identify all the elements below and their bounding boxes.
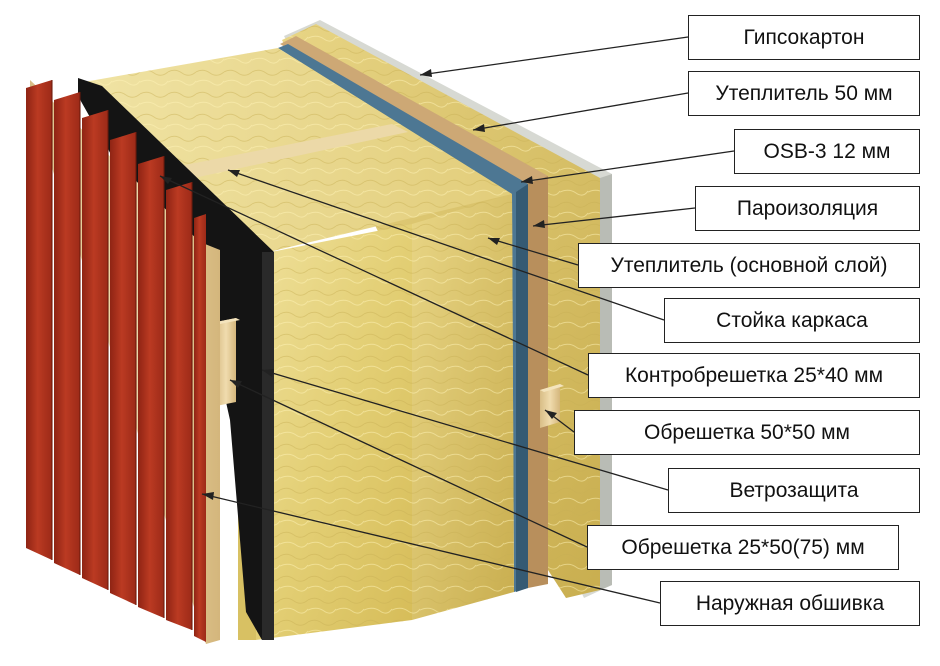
- leader-arrowheads: [160, 69, 557, 500]
- vapor-barrier: [278, 44, 528, 592]
- label-frame-stud: Стойка каркаса: [664, 298, 920, 343]
- leader-counter-batten: [159, 175, 589, 376]
- label-osb-board: OSB-3 12 мм: [734, 129, 920, 174]
- label-main-insulation: Утеплитель (основной слой): [578, 243, 920, 288]
- exterior-cladding: [26, 80, 206, 642]
- leader-lines: [159, 36, 735, 604]
- leader-insulation-50mm: [472, 92, 689, 131]
- label-gypsum-board: Гипсокартон: [688, 15, 920, 60]
- leader-frame-stud: [227, 169, 665, 321]
- leader-lath-25x50: [229, 379, 588, 548]
- leader-osb: [520, 150, 735, 183]
- leader-main-insulation: [487, 237, 579, 266]
- leader-gypsum: [419, 36, 689, 76]
- wind-barrier: [78, 78, 274, 640]
- label-exterior-cladding: Наружная обшивка: [660, 581, 920, 626]
- label-lath-25x50: Обрешетка 25*50(75) мм: [587, 525, 899, 570]
- label-wind-barrier: Ветрозащита: [668, 468, 920, 513]
- label-insulation-50mm: Утеплитель 50 мм: [688, 71, 920, 116]
- leader-vapor-barrier: [532, 207, 696, 227]
- label-counter-batten: Контробрешетка 25*40 мм: [588, 353, 920, 398]
- leader-cladding: [201, 493, 661, 604]
- counter-batten: [216, 318, 240, 406]
- leader-wind-barrier: [261, 369, 669, 491]
- label-vapor-barrier: Пароизоляция: [695, 186, 920, 231]
- label-lath-50x50: Обрешетка 50*50 мм: [574, 410, 920, 455]
